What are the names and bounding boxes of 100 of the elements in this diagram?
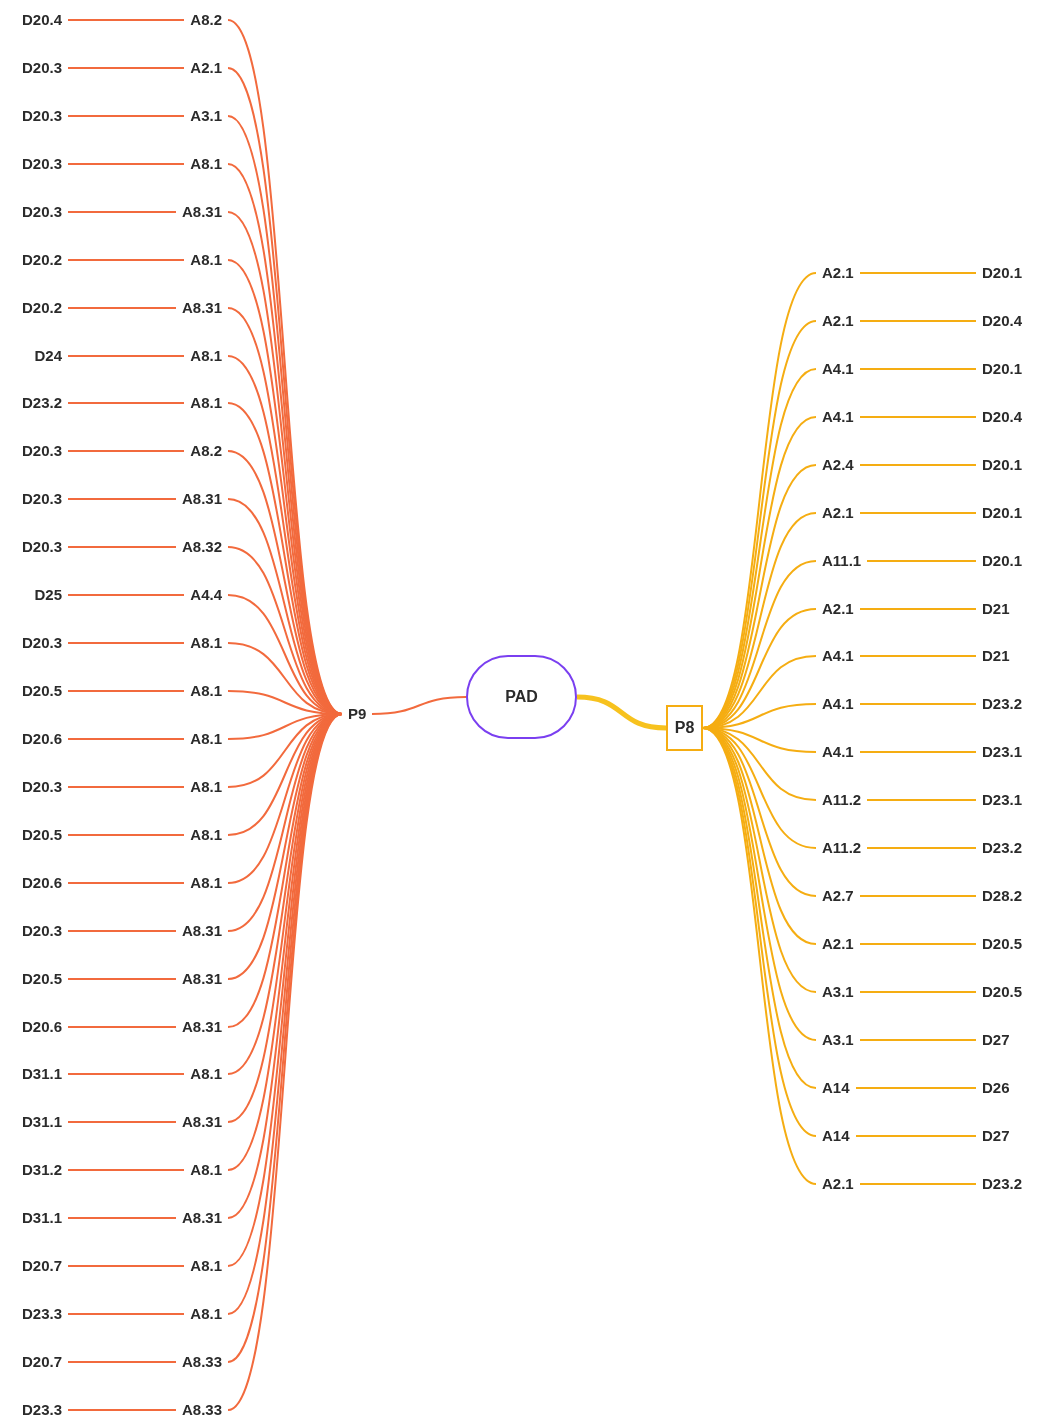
topic-label: A8.1	[184, 776, 228, 797]
topic-label: A8.33	[175, 1352, 228, 1373]
connector-line	[859, 991, 977, 993]
connector-line	[859, 943, 977, 945]
topic-label: A8.1	[184, 872, 228, 893]
topic-label: A8.1	[184, 1256, 228, 1277]
topic-label: D20.1	[976, 550, 1029, 571]
topic-label: D23.2	[976, 694, 1029, 715]
connector-line	[67, 259, 185, 261]
connector-line	[859, 1039, 977, 1041]
topic-label: A3.1	[184, 105, 228, 126]
topic-label: A11.2	[816, 790, 868, 811]
topic-label: D20.5	[976, 981, 1029, 1002]
connector-line	[67, 1169, 185, 1171]
topic-label: A8.31	[175, 1208, 228, 1229]
connector-line	[67, 690, 185, 692]
connector-line	[67, 1026, 177, 1028]
topic-label: D20.6	[15, 872, 68, 893]
topic-label: D31.1	[15, 1208, 68, 1229]
connector-line	[859, 895, 977, 897]
topic-label: D20.2	[15, 249, 68, 270]
topic-label: A14	[816, 1077, 856, 1098]
topic-label: D25	[28, 585, 68, 606]
topic-label: D20.4	[976, 406, 1029, 427]
connector-line	[67, 930, 177, 932]
topic-label: A3.1	[816, 981, 860, 1002]
topic-label: D21	[976, 646, 1016, 667]
connector-line	[67, 1313, 185, 1315]
topic-label: A2.1	[816, 598, 860, 619]
topic-label: A8.1	[184, 393, 228, 414]
root-node: PAD	[466, 655, 577, 739]
topic-label: D20.1	[976, 263, 1029, 283]
connector-line	[855, 1087, 977, 1089]
topic-label: D28.2	[976, 886, 1029, 907]
topic-label: A4.1	[816, 694, 860, 715]
topic-label: A8.1	[184, 249, 228, 270]
connector-line	[859, 368, 977, 370]
topic-label: A8.1	[184, 345, 228, 366]
connector-line	[67, 642, 185, 644]
topic-label: A2.4	[816, 454, 860, 475]
topic-label: D27	[976, 1029, 1016, 1050]
topic-label: D20.5	[15, 968, 68, 989]
topic-label: A8.32	[175, 537, 228, 558]
connector-line	[859, 608, 977, 610]
topic-label: D23.1	[976, 790, 1029, 811]
topic-label: A8.2	[184, 441, 228, 462]
connector-line	[859, 655, 977, 657]
connector-line	[67, 355, 185, 357]
topic-label: A2.1	[816, 310, 860, 331]
connector-line	[866, 560, 977, 562]
connector-line	[67, 67, 185, 69]
connector-line	[855, 1135, 977, 1137]
connector-line	[859, 416, 977, 418]
topic-label: A8.31	[175, 489, 228, 510]
topic-label: A8.1	[184, 153, 228, 174]
connector-line	[866, 799, 977, 801]
topic-label: D27	[976, 1125, 1016, 1146]
topic-label: D20.1	[976, 502, 1029, 523]
topic-label: A14	[816, 1125, 856, 1146]
topic-label: A4.4	[184, 585, 228, 606]
topic-label: A2.1	[816, 263, 860, 283]
topic-label: A8.31	[175, 968, 228, 989]
connector-line	[67, 594, 185, 596]
topic-label: A2.1	[816, 1173, 860, 1194]
connector-line	[67, 738, 185, 740]
connector-line	[859, 1183, 977, 1185]
connector-line	[859, 272, 977, 274]
topic-label: D23.2	[976, 838, 1029, 859]
topic-label: D20.3	[15, 920, 68, 941]
topic-label: D23.2	[15, 393, 68, 414]
connector-line	[67, 211, 177, 213]
topic-label: A8.1	[184, 1160, 228, 1181]
connector-line	[67, 786, 185, 788]
topic-label: A2.7	[816, 886, 860, 907]
topic-label: D20.3	[15, 153, 68, 174]
topic-label: A2.1	[184, 57, 228, 78]
topic-label: D23.2	[976, 1173, 1029, 1194]
connector-line	[67, 1361, 177, 1363]
topic-label: D20.2	[15, 297, 68, 318]
connector-line	[859, 703, 977, 705]
topic-label: D20.3	[15, 633, 68, 654]
topic-label: D20.3	[15, 201, 68, 222]
topic-label: D26	[976, 1077, 1016, 1098]
topic-label: A8.1	[184, 1304, 228, 1325]
topic-label: D20.6	[15, 1016, 68, 1037]
topic-label: A11.1	[816, 550, 868, 571]
connector-line	[67, 115, 185, 117]
connector-line	[67, 546, 177, 548]
topic-label: A2.1	[816, 502, 860, 523]
topic-label: A8.1	[184, 633, 228, 654]
topic-label: A11.2	[816, 838, 868, 859]
connector-line	[371, 696, 467, 715]
connector-line	[67, 163, 185, 165]
connector-line	[859, 512, 977, 514]
topic-label: D21	[976, 598, 1016, 619]
topic-label: D20.4	[976, 310, 1029, 331]
connector-line	[67, 498, 177, 500]
connector-line	[67, 1073, 185, 1075]
topic-label: A8.31	[175, 297, 228, 318]
topic-label: D31.1	[15, 1064, 68, 1085]
